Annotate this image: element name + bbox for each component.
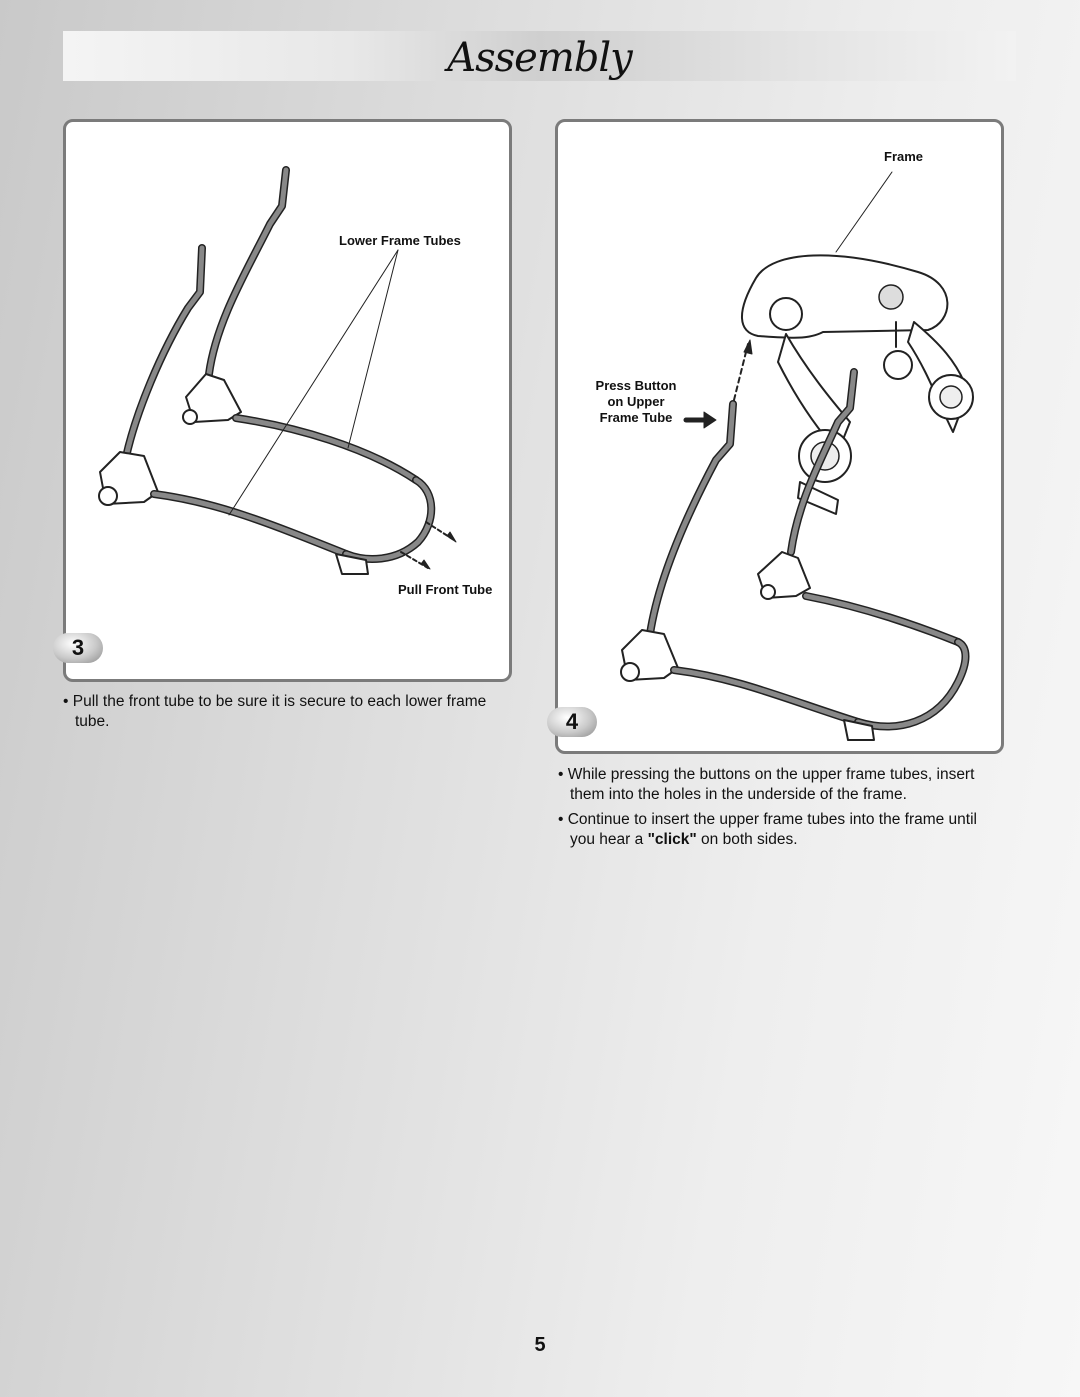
step-4-instructions: • While pressing the buttons on the uppe…: [558, 765, 998, 855]
step-4-badge: 4: [547, 707, 597, 737]
title-bar: Assembly: [63, 31, 1016, 81]
press-button-label: Press Button on Upper Frame Tube: [595, 378, 677, 425]
step-4-instruction-2: • Continue to insert the upper frame tub…: [558, 811, 977, 848]
pull-front-tube-label: Pull Front Tube: [398, 582, 493, 597]
step-3-illustration-panel: Lower Frame Tubes Pull Front Tube: [63, 119, 512, 682]
step-3-instruction: • Pull the front tube to be sure it is s…: [63, 693, 487, 730]
frame-label: Frame: [884, 149, 924, 164]
step-3-badge: 3: [53, 633, 103, 663]
step-4-illustration-panel: Frame Press Button on Upper Frame Tube: [555, 119, 1004, 754]
lower-frame-illustration: [98, 166, 457, 575]
page-number: 5: [534, 1334, 546, 1356]
step-4-instruction-1: • While pressing the buttons on the uppe…: [558, 766, 975, 803]
upper-frame-illustration: [620, 171, 974, 741]
step-3-instructions: • Pull the front tube to be sure it is s…: [63, 692, 503, 737]
page-title: Assembly: [447, 35, 633, 81]
lower-frame-tubes-label: Lower Frame Tubes: [339, 233, 461, 248]
